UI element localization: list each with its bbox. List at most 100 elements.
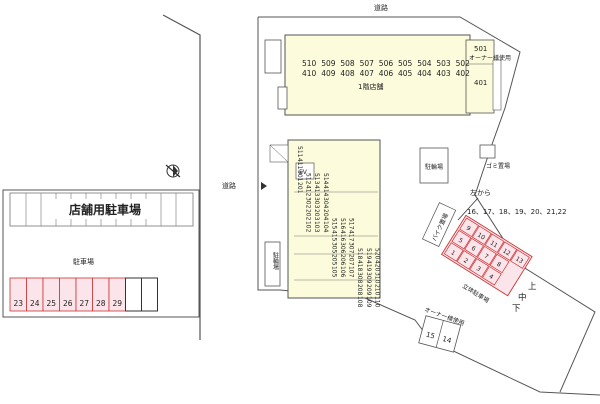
room-number: 308 xyxy=(356,272,363,284)
room-number: 512 xyxy=(305,173,312,185)
owner-lot-15: 15 xyxy=(425,331,436,341)
room-number: 302 xyxy=(305,197,312,209)
room-number: 307 xyxy=(348,242,355,254)
room-number: 110 xyxy=(373,296,380,308)
room-number: 502 xyxy=(456,59,471,68)
mech-lot-number: 9 xyxy=(465,225,472,233)
owner-lot-14: 14 xyxy=(442,335,453,345)
room-number: 418 xyxy=(356,260,363,272)
store-lot-empty xyxy=(125,277,142,312)
room-number: 208 xyxy=(356,284,363,296)
room-number: 414 xyxy=(322,185,329,197)
room-number: 517 xyxy=(348,218,355,230)
room-number: 310 xyxy=(373,272,380,284)
bicycle-parking-left xyxy=(264,241,281,287)
room-number: 108 xyxy=(356,296,363,308)
mech-lot xyxy=(443,242,464,262)
room-number: 516 xyxy=(339,218,346,230)
room-number: 407 xyxy=(360,69,375,78)
room-number: 202 xyxy=(305,209,312,221)
mech-lot-number: 5 xyxy=(457,237,464,245)
left-site-outline xyxy=(162,14,201,340)
top-right-room-501: 501 xyxy=(474,45,487,53)
left-from-label: 左から xyxy=(470,188,491,197)
store-lot-number: 23 xyxy=(13,299,23,308)
mech-lot xyxy=(456,250,477,270)
room-number: 210 xyxy=(373,284,380,296)
store-lot-number: 27 xyxy=(79,299,89,308)
mech-parking-label: 立体駐車場 xyxy=(461,282,491,305)
level-middle-label: 中 xyxy=(518,292,527,303)
room-number: 508 xyxy=(340,59,355,68)
mech-lot-number: 7 xyxy=(483,253,490,261)
room-number: 206 xyxy=(339,254,346,266)
elevator xyxy=(295,162,315,180)
room-number: 402 xyxy=(456,69,471,78)
room-number: 207 xyxy=(348,254,355,266)
road-left-label: 道路 xyxy=(222,181,236,190)
store-floor-label: 1階店舗 xyxy=(358,82,383,91)
room-number: 204 xyxy=(322,209,329,221)
room-number: 105 xyxy=(330,266,337,278)
room-number: 201 xyxy=(296,182,303,194)
mech-lot-number: 11 xyxy=(489,240,499,250)
top-building xyxy=(284,34,471,116)
mech-lot xyxy=(482,266,502,286)
room-number: 306 xyxy=(339,242,346,254)
room-number: 503 xyxy=(436,59,451,68)
mech-lot xyxy=(510,249,530,269)
room-number: 309 xyxy=(365,272,372,284)
room-number: 413 xyxy=(313,185,320,197)
mech-lot-number: 8 xyxy=(495,261,502,269)
room-number: 510 xyxy=(302,59,317,68)
top-right-room-401: 401 xyxy=(474,79,487,87)
lot-numbers-note: 16、17、18、19、20、21,22 xyxy=(467,208,567,216)
room-number: 409 xyxy=(321,69,336,78)
room-number: 419 xyxy=(365,260,372,272)
vertical-rooms: 5114113012015124123022021025134133032031… xyxy=(294,146,380,308)
room-number: 406 xyxy=(379,69,394,78)
mech-lot-number: 2 xyxy=(462,257,469,265)
store-lot-empty xyxy=(141,277,158,312)
room-number: 513 xyxy=(313,173,320,185)
mech-lot-number: 1 xyxy=(449,249,456,257)
mech-lot xyxy=(469,258,490,278)
small-structure xyxy=(264,39,282,74)
room-number: 514 xyxy=(322,173,329,185)
room-number: 106 xyxy=(339,266,346,278)
store-lot-number: 25 xyxy=(46,299,56,308)
main-site-outline xyxy=(257,17,600,396)
room-number: 511 xyxy=(296,146,303,158)
mech-lot xyxy=(476,245,497,266)
mech-lot xyxy=(464,237,484,258)
garbage-label: ゴミ置場 xyxy=(486,162,510,170)
mech-lot xyxy=(489,253,510,274)
level-upper-label: 上 xyxy=(528,282,537,292)
bicycle-parking-right xyxy=(419,147,449,184)
room-number: 412 xyxy=(305,185,312,197)
room-number: 205 xyxy=(330,254,337,266)
store-lot-number: 29 xyxy=(112,299,122,308)
room-number: 301 xyxy=(296,170,303,182)
room-number: 420 xyxy=(373,260,380,272)
mech-lot-number: 12 xyxy=(501,247,511,257)
level-lower-label: 下 xyxy=(512,304,521,314)
mech-lot-number: 13 xyxy=(514,255,524,265)
mech-lot xyxy=(451,229,472,250)
mech-lot-number: 3 xyxy=(475,265,482,273)
entrance-arrow-icon xyxy=(261,182,267,190)
room-number: 509 xyxy=(321,59,336,68)
parking-label: 駐車場 xyxy=(73,257,94,266)
room-number: 505 xyxy=(398,59,413,68)
room-number: 209 xyxy=(365,284,372,296)
room-number: 104 xyxy=(322,221,329,233)
room-number: 405 xyxy=(398,69,413,78)
mech-lot xyxy=(484,233,505,253)
elevator-label: EV xyxy=(299,169,308,176)
bike-parking-area xyxy=(422,202,457,247)
mech-lot-number: 10 xyxy=(476,232,486,242)
room-number: 102 xyxy=(305,221,312,233)
